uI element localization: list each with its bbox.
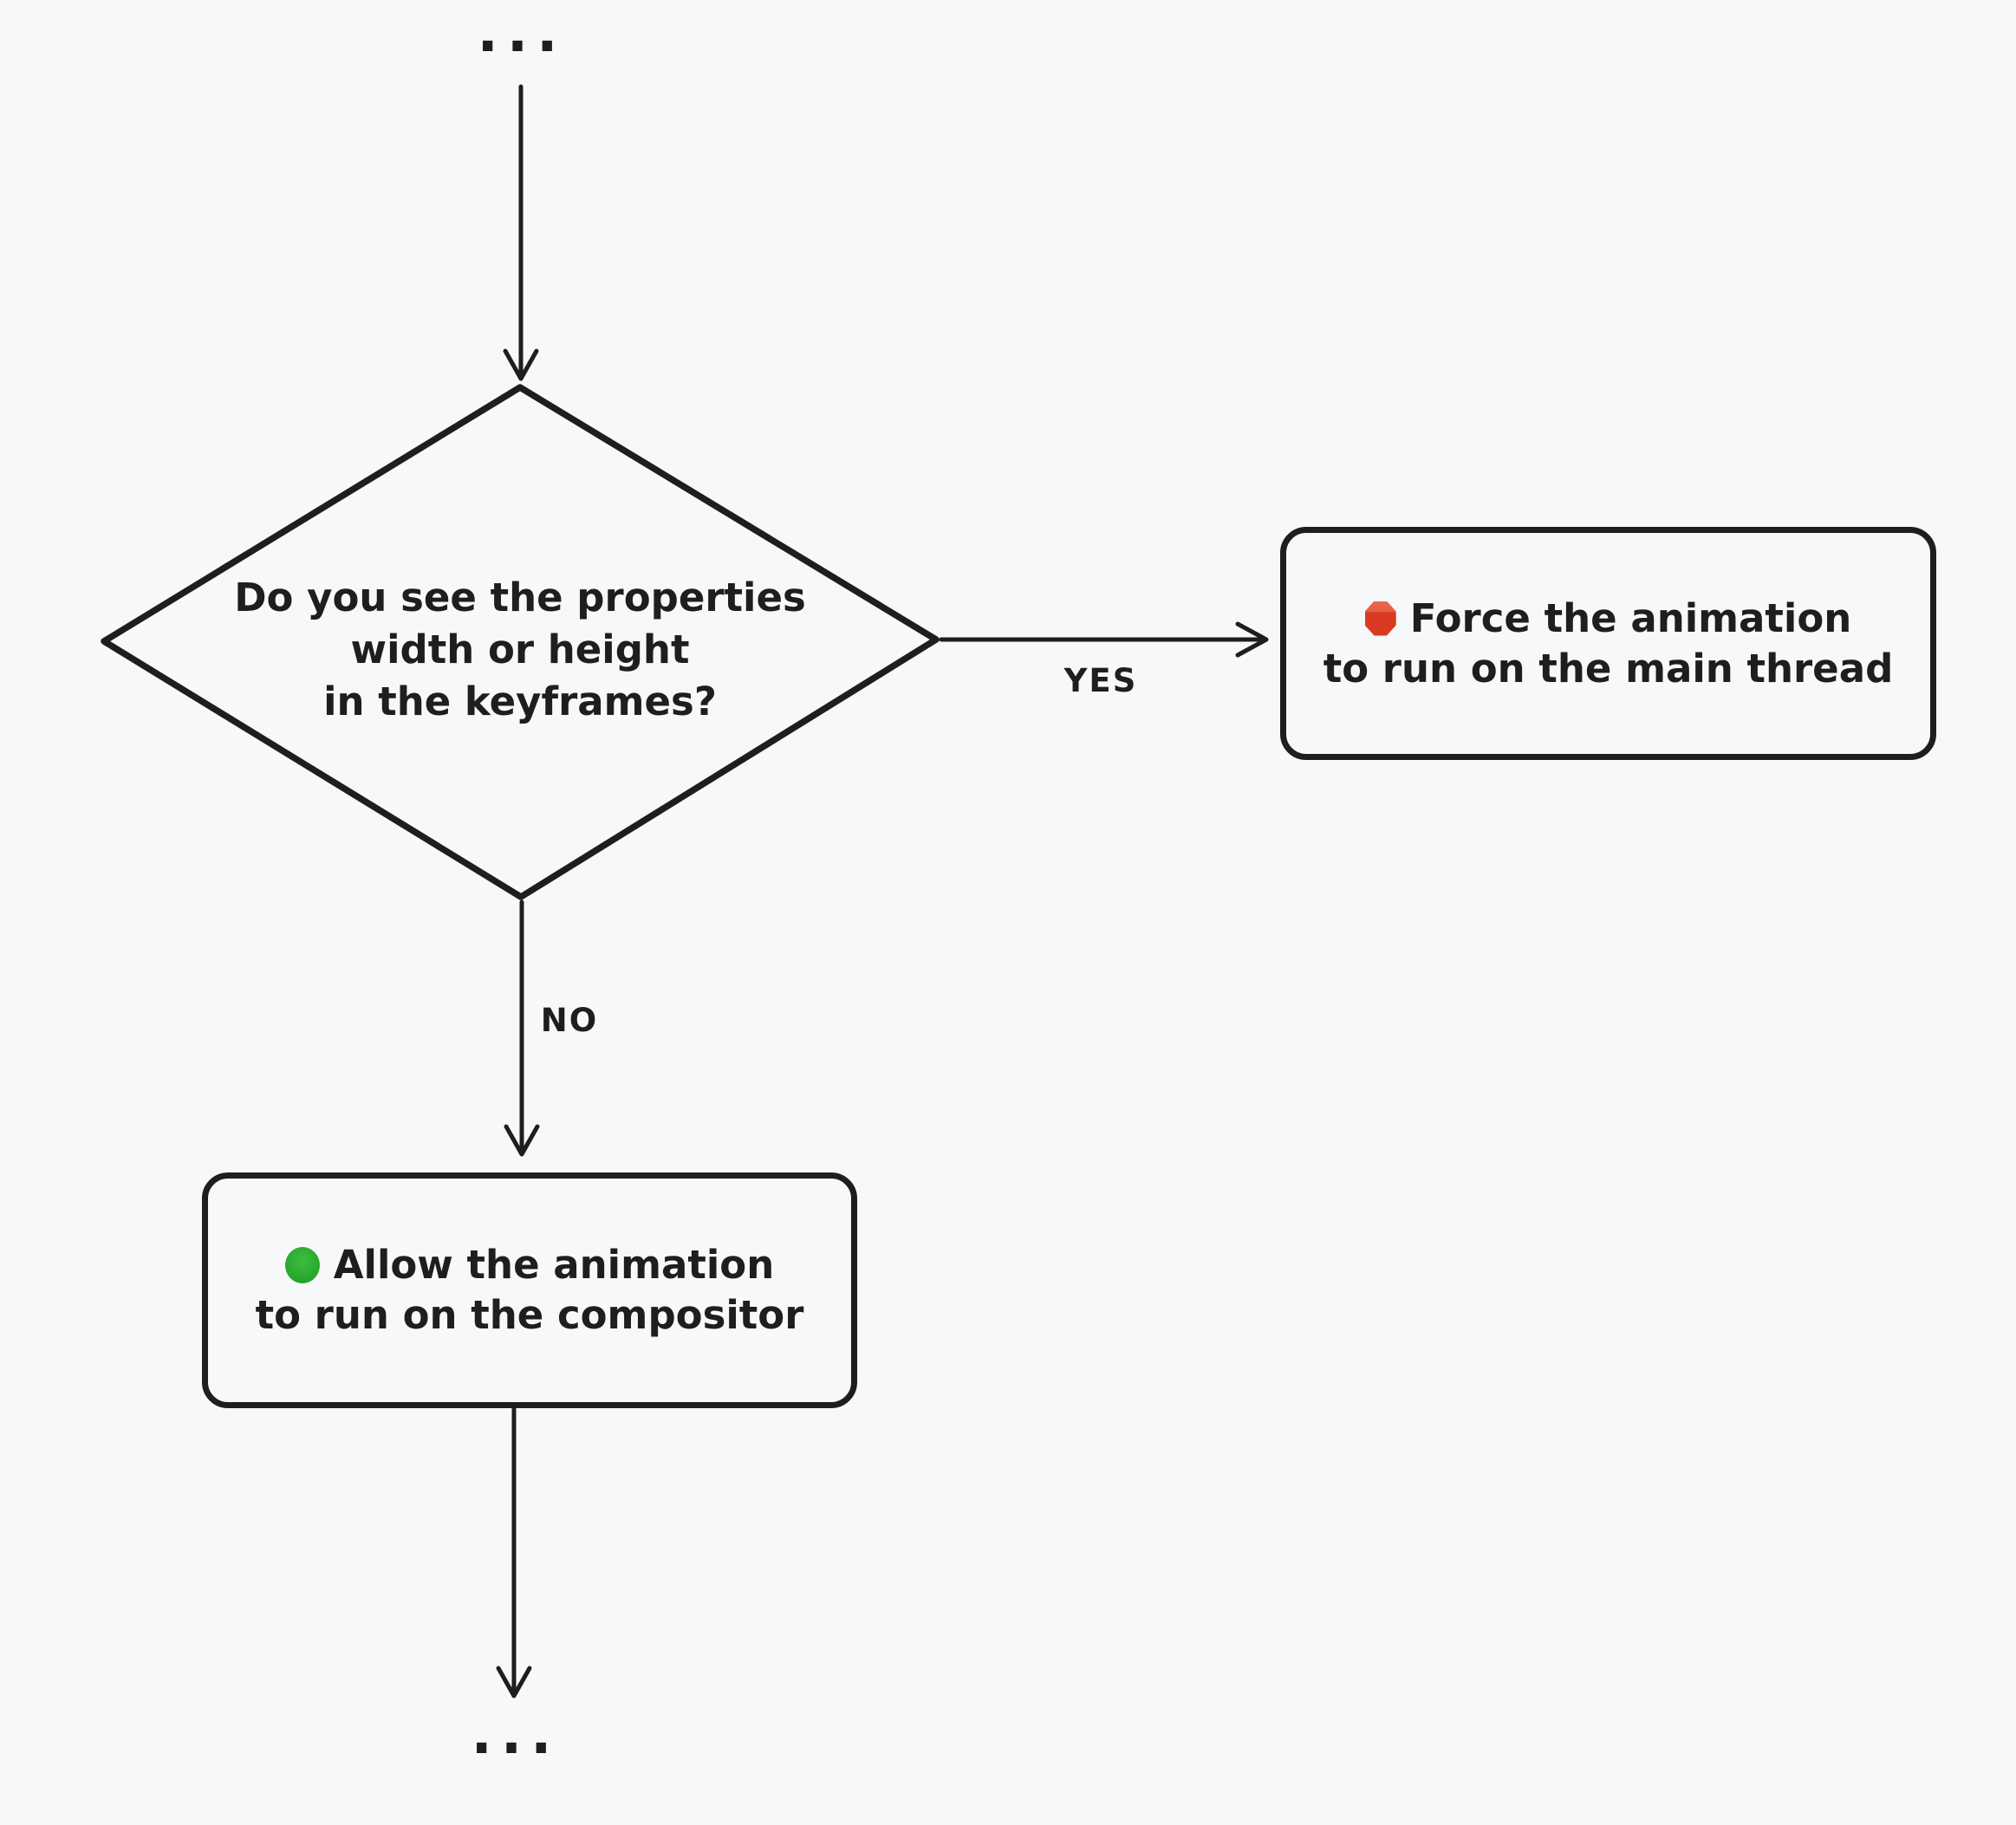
force-main-thread-text-1: Force the animation	[1409, 594, 1852, 641]
incoming-ellipsis: ...	[477, 1, 567, 65]
decision-line-2: width or height	[350, 627, 690, 672]
green-circle-icon	[284, 1247, 320, 1283]
yes-edge-label: YES	[1063, 662, 1138, 699]
no-edge-label: NO	[540, 1002, 599, 1039]
outgoing-ellipsis: ...	[471, 1703, 561, 1767]
force-main-thread-node: Force the animation to run on the main t…	[1280, 527, 1936, 760]
yes-arrow-head	[1235, 621, 1269, 658]
decision-line-3: in the keyframes?	[323, 679, 717, 724]
decision-line-1: Do you see the properties	[234, 575, 806, 620]
no-arrow-head	[504, 1124, 540, 1157]
decision-diamond-shape	[101, 384, 940, 900]
allow-compositor-line-1: Allow the animation	[284, 1240, 775, 1290]
incoming-arrow-head	[503, 348, 539, 381]
allow-compositor-text-1: Allow the animation	[333, 1242, 775, 1288]
decision-node-label: Do you see the properties width or heigh…	[139, 572, 901, 728]
allow-compositor-line-2: to run on the compositor	[255, 1292, 804, 1338]
force-main-thread-line-2: to run on the main thread	[1323, 645, 1894, 692]
force-main-thread-line-1: Force the animation	[1364, 594, 1852, 644]
stop-sign-icon	[1364, 601, 1396, 636]
allow-compositor-node: Allow the animation to run on the compos…	[202, 1172, 857, 1408]
outgoing-arrow-head	[496, 1666, 532, 1698]
